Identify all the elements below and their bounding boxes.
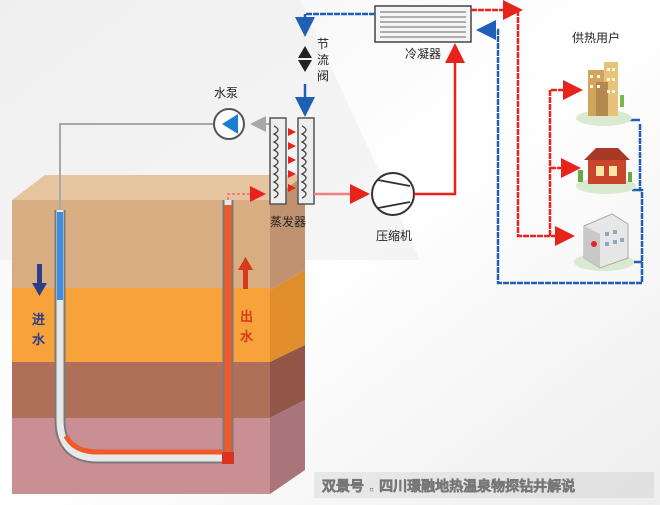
valve-bottom-icon: [298, 60, 312, 72]
water-in-label-1: 进: [32, 313, 45, 328]
grey-return-pipe: [59, 116, 270, 210]
evaporator: [269, 117, 315, 205]
compressor-to-condenser-pipe: [414, 43, 465, 196]
throttle-valve-label-3: 阀: [317, 69, 329, 83]
condenser-to-valve-pipe: [295, 12, 375, 37]
compressor-label: 压缩机: [376, 228, 412, 243]
heating-users-label: 供热用户: [572, 30, 620, 45]
watermark-shade: [314, 472, 654, 498]
water-pump: [213, 108, 245, 140]
evaporator-label: 蒸发器: [270, 214, 306, 229]
compressor: [371, 172, 415, 216]
water-out-label-2: 水: [240, 329, 254, 345]
hospital-building-icon: [574, 213, 634, 271]
watermark: 双景号 . 四川璟融地热温泉物探钻井解说: [322, 478, 575, 495]
water-out-label-1: 出: [240, 309, 253, 325]
water-in-arrow: [32, 264, 47, 296]
throttle-valve-label-2: 流: [317, 53, 329, 67]
ground-side-aquifer: [270, 270, 305, 362]
shop-building-icon: [576, 148, 636, 194]
residential-building-icon: [576, 62, 632, 126]
valve-top-icon: [298, 46, 312, 58]
condenser: [374, 5, 472, 43]
pipe-warm-bottom: [63, 434, 222, 455]
borehole-pipe: [54, 200, 234, 464]
ground-top-face: [12, 175, 305, 200]
water-out-arrow: [238, 257, 253, 289]
ground-side-clay: [270, 345, 305, 418]
water-in-label-2: 水: [32, 332, 46, 348]
water-pump-label: 水泵: [214, 86, 238, 100]
pump-arrow-icon: [222, 114, 238, 134]
condenser-label: 冷凝器: [405, 46, 441, 61]
throttle-valve: [298, 46, 312, 72]
user-supply-pipes: [471, 0, 583, 246]
well-to-evaporator-pipe: [227, 186, 266, 202]
throttle-valve-label-1: 节: [317, 37, 329, 51]
pipe-inner: [56, 200, 232, 462]
ground-side-bedrock: [270, 400, 305, 494]
pipe-bottom-joint: [222, 452, 234, 464]
